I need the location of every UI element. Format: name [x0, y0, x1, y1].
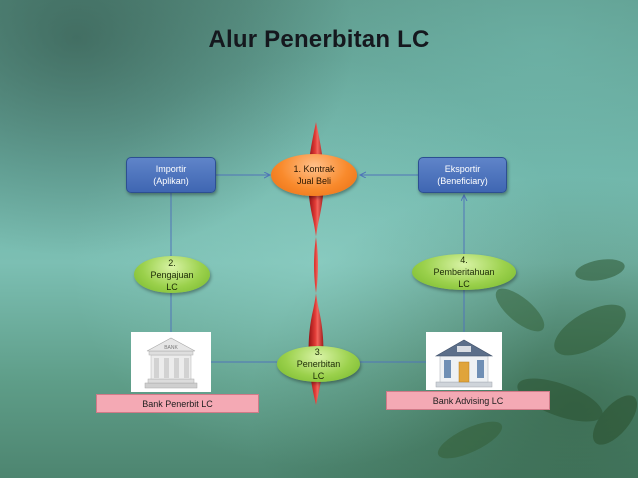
- connectors: [170, 175, 464, 363]
- node-penerbitan-lc: 3. Penerbitan LC: [277, 346, 360, 382]
- bank-penerbit-label: Bank Penerbit LC: [96, 394, 259, 413]
- node-importir: Importir (Aplikan): [126, 157, 216, 193]
- node-pemberitahuan-lc: 4. Pemberitahuan LC: [412, 254, 516, 290]
- bank-advising-label: Bank Advising LC: [386, 391, 550, 410]
- node-kontrak-jual-beli: 1. Kontrak Jual Beli: [271, 154, 357, 196]
- slide-title: Alur Penerbitan LC: [208, 26, 430, 53]
- bank-penerbit-sign: BANK: [164, 345, 178, 351]
- node-pengajuan-lc: 2. Pengajuan LC: [134, 256, 210, 293]
- bank-advising-image: [426, 332, 502, 390]
- node-eksportir: Eksportir (Beneficiary): [418, 157, 507, 193]
- foliage-decoration: [437, 259, 638, 459]
- bank-advising-icon: [434, 339, 494, 388]
- bank-penerbit-image: BANK: [131, 332, 211, 392]
